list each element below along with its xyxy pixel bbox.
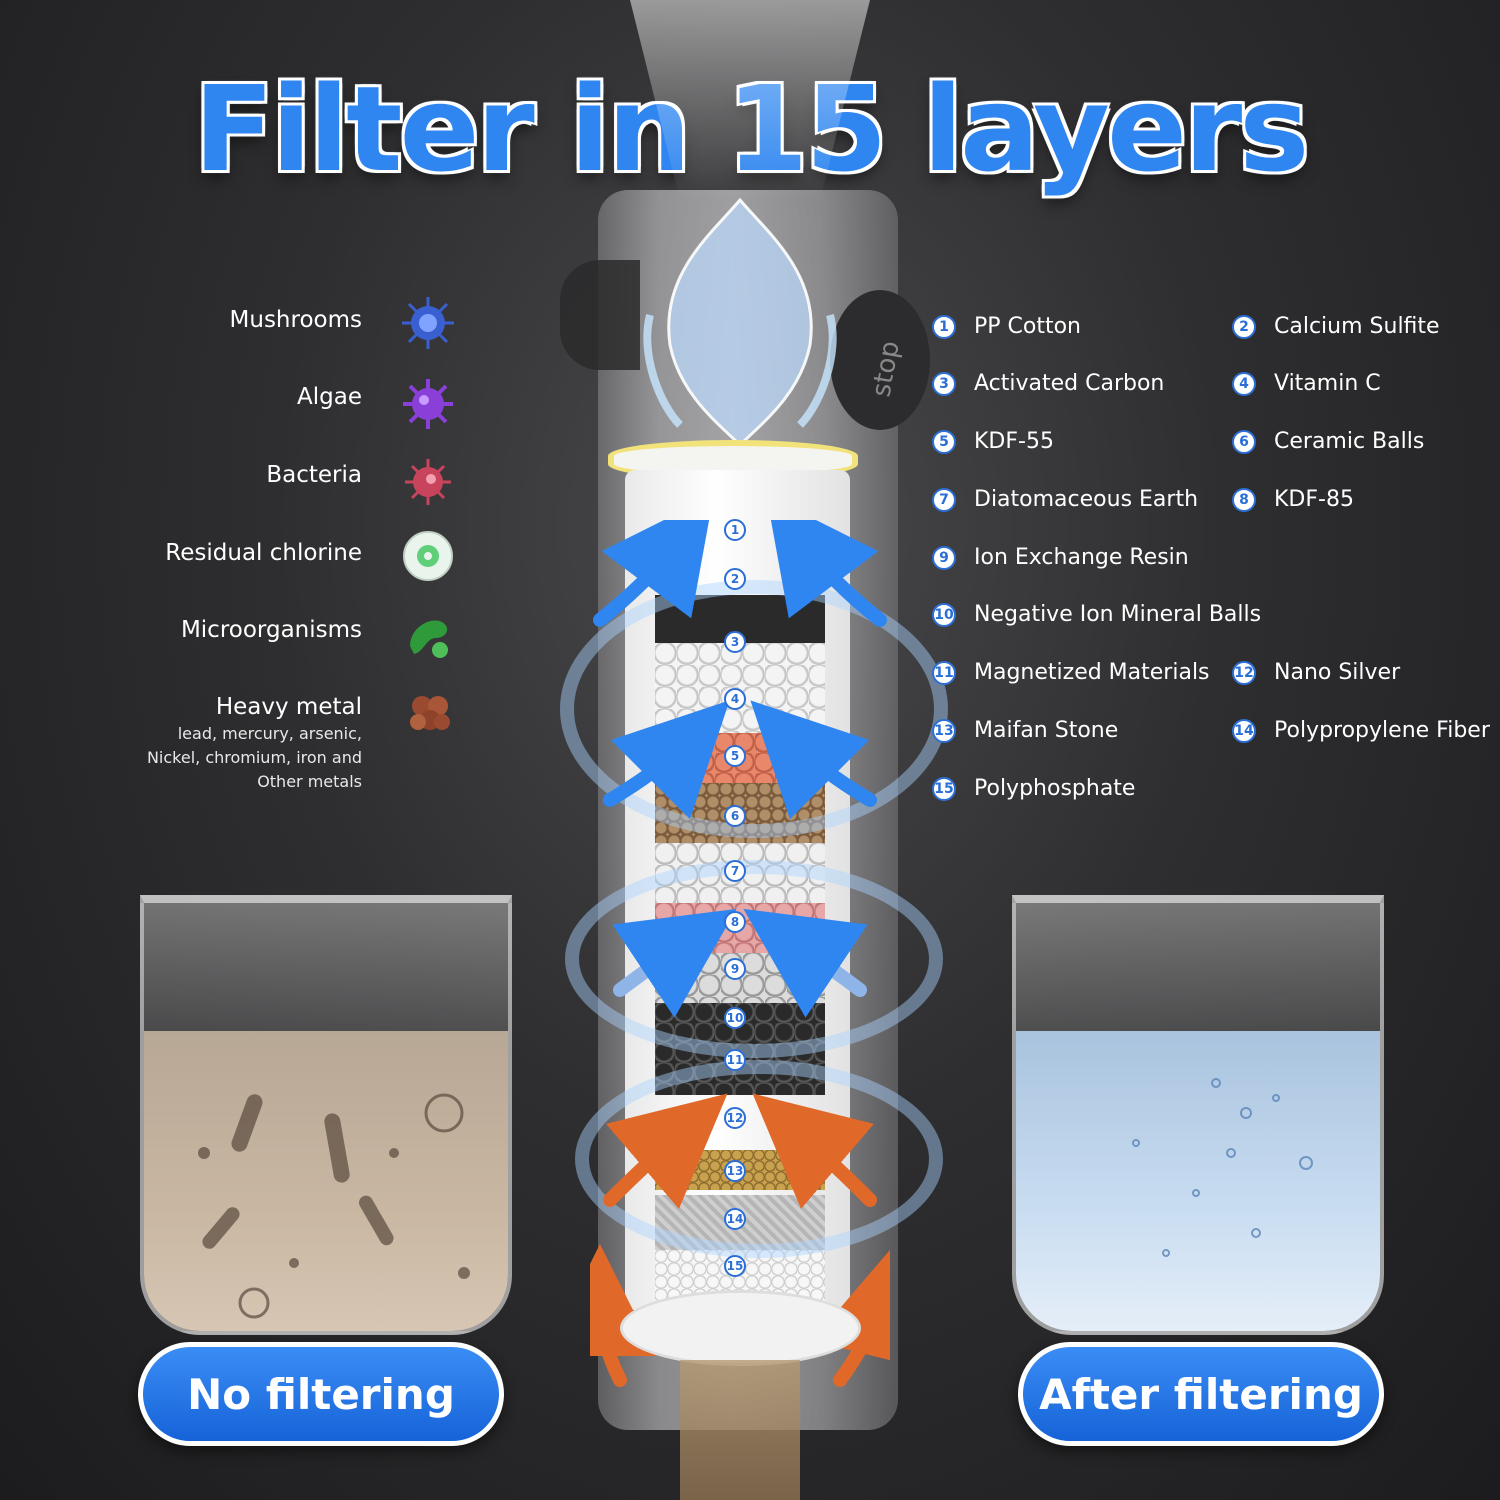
layer-label: PP Cotton xyxy=(974,314,1082,339)
bubbles-graphic xyxy=(1132,1078,1313,1257)
contaminant-label-residual-chlorine: Residual chlorine xyxy=(165,540,362,566)
layer-label: KDF-55 xyxy=(974,429,1054,454)
layer-label: Maifan Stone xyxy=(974,718,1119,743)
stop-button[interactable]: stop xyxy=(830,290,930,430)
layer-item-2: 2 Calcium Sulfite xyxy=(1232,314,1440,339)
tube-layer-number: 5 xyxy=(724,745,746,767)
tube-layer-number: 13 xyxy=(724,1160,746,1182)
contaminant-label-mushrooms: Mushrooms xyxy=(229,307,362,333)
layer-label: Activated Carbon xyxy=(974,371,1165,396)
contaminant-label-bacteria: Bacteria xyxy=(266,462,362,488)
layer-item-6: 6 Ceramic Balls xyxy=(1232,429,1424,454)
layer-number-badge: 12 xyxy=(1232,660,1256,685)
glass-filtered xyxy=(1012,895,1384,1335)
layer-number-badge: 6 xyxy=(1232,429,1256,454)
layer-item-9: 9 Ion Exchange Resin xyxy=(932,545,1189,570)
layer-label: Calcium Sulfite xyxy=(1274,314,1440,339)
layer-label: Ion Exchange Resin xyxy=(974,545,1189,570)
dirty-water xyxy=(144,1031,508,1331)
layer-number-badge: 9 xyxy=(932,545,956,570)
heavy-metal-detail-line: Nickel, chromium, iron and xyxy=(146,748,362,767)
microorganism-icon xyxy=(410,620,448,658)
tube-layer-number: 6 xyxy=(724,805,746,827)
filter-base xyxy=(620,1290,861,1366)
after-filtering-button[interactable]: After filtering xyxy=(1018,1342,1384,1446)
layer-label: Negative Ion Mineral Balls xyxy=(974,602,1262,627)
mushroom-spore-icon xyxy=(402,297,454,349)
layer-item-3: 3 Activated Carbon xyxy=(932,371,1164,396)
residual-chlorine-icon xyxy=(403,531,453,581)
shower-spray-graphic xyxy=(630,0,870,200)
stop-label: stop xyxy=(866,338,906,400)
layer-label: Ceramic Balls xyxy=(1274,429,1425,454)
tube-layer-number: 12 xyxy=(724,1107,746,1129)
tube-layer-number: 3 xyxy=(724,631,746,653)
layer-number-badge: 11 xyxy=(932,660,956,685)
layer-number-badge: 3 xyxy=(932,371,956,396)
layer-item-12: 12 Nano Silver xyxy=(1232,660,1400,685)
heavy-metal-icon xyxy=(410,696,450,730)
layer-label: Nano Silver xyxy=(1274,660,1401,685)
tube-layer-number: 9 xyxy=(724,958,746,980)
layer-label: Vitamin C xyxy=(1274,371,1381,396)
housing-knob-left xyxy=(560,260,640,370)
water-splash-graphic xyxy=(643,197,837,448)
layer-item-1: 1 PP Cotton xyxy=(932,314,1081,339)
contaminant-particles-graphic xyxy=(198,1093,470,1319)
tube-layer-number: 14 xyxy=(724,1208,746,1230)
layer-item-15: 15 Polyphosphate xyxy=(932,776,1135,801)
layer-item-8: 8 KDF-85 xyxy=(1232,487,1354,512)
contaminant-label-heavy-metal: Heavy metal xyxy=(215,694,362,720)
layer-number-badge: 10 xyxy=(932,602,956,627)
layer-number-badge: 13 xyxy=(932,718,956,743)
no-filtering-button[interactable]: No filtering xyxy=(138,1342,504,1446)
tube-layer-number: 4 xyxy=(724,688,746,710)
tube-layer-number: 11 xyxy=(724,1049,746,1071)
tube-layer-number: 1 xyxy=(724,519,746,541)
layer-label: Polypropylene Fiber xyxy=(1274,718,1490,743)
bacteria-icon xyxy=(405,459,451,505)
layer-item-10: 10 Negative Ion Mineral Balls xyxy=(932,602,1261,627)
tube-layer-number: 8 xyxy=(724,911,746,933)
heavy-metal-detail: lead, mercury, arsenic, Nickel, chromium… xyxy=(147,722,362,794)
flow-arrows-graphic xyxy=(590,520,890,1387)
algae-icon xyxy=(403,379,453,429)
layer-label: KDF-85 xyxy=(1274,487,1354,512)
layer-label: Diatomaceous Earth xyxy=(974,487,1199,512)
layer-item-13: 13 Maifan Stone xyxy=(932,718,1118,743)
layer-item-11: 11 Magnetized Materials xyxy=(932,660,1210,685)
layer-item-7: 7 Diatomaceous Earth xyxy=(932,487,1198,512)
contaminant-label-algae: Algae xyxy=(297,384,362,410)
tube-layer-number: 15 xyxy=(724,1255,746,1277)
tube-layer-number: 2 xyxy=(724,568,746,590)
contaminant-label-microorganisms: Microorganisms xyxy=(180,617,362,643)
layer-number-badge: 4 xyxy=(1232,371,1256,396)
layer-number-badge: 8 xyxy=(1232,487,1256,512)
dirty-water-inflow xyxy=(680,1360,800,1500)
layer-item-4: 4 Vitamin C xyxy=(1232,371,1381,396)
heavy-metal-detail-line: Other metals xyxy=(257,772,362,791)
tube-layer-number: 10 xyxy=(724,1007,746,1029)
layer-item-14: 14 Polypropylene Fiber xyxy=(1232,718,1490,743)
tube-layer-number: 7 xyxy=(724,860,746,882)
layer-number-badge: 1 xyxy=(932,314,956,339)
clean-water xyxy=(1016,1031,1380,1331)
layer-number-badge: 7 xyxy=(932,487,956,512)
layer-label: Polyphosphate xyxy=(974,776,1136,801)
layer-number-badge: 5 xyxy=(932,429,956,454)
heavy-metal-detail-line: lead, mercury, arsenic, xyxy=(177,724,362,743)
layer-number-badge: 2 xyxy=(1232,314,1256,339)
glass-unfiltered xyxy=(140,895,512,1335)
layer-label: Magnetized Materials xyxy=(974,660,1210,685)
layer-item-5: 5 KDF-55 xyxy=(932,429,1054,454)
layer-number-badge: 15 xyxy=(932,776,956,801)
layer-number-badge: 14 xyxy=(1232,718,1256,743)
